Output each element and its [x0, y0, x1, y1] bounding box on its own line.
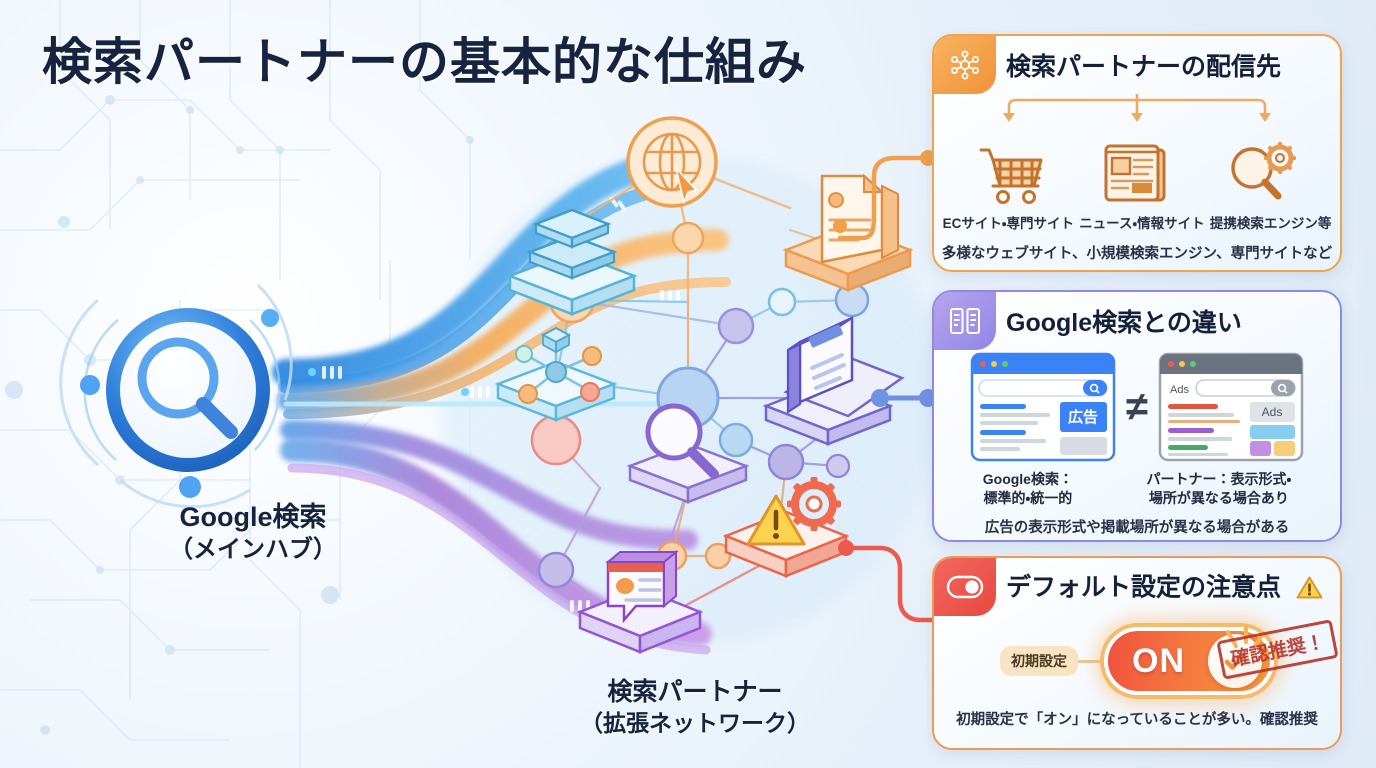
- svg-text:Ads: Ads: [1170, 384, 1189, 396]
- card-default-title: デフォルト設定の注意点: [1006, 568, 1323, 607]
- hub-label-line1: Google検索: [179, 502, 327, 532]
- distribution-labels: ECサイト・専門サイト ニュース・情報サイト 提携検索エンジン等: [934, 212, 1340, 232]
- comparison-captions: Google検索： 標準的・統一的 パートナー：表示形式・ 場所が異なる場合あり: [934, 470, 1340, 508]
- document-node: [782, 173, 914, 292]
- card-difference[interactable]: Google検索との違い 広告: [932, 290, 1342, 542]
- shopping-cart-icon: [979, 148, 1043, 204]
- card-difference-header: Google検索との違い: [934, 292, 1340, 350]
- partner-browser-mock: Ads Ads: [1158, 352, 1304, 462]
- network-cube-node: [494, 326, 618, 422]
- card-difference-title: Google検索との違い: [1006, 309, 1242, 337]
- compare-panels-icon: [934, 292, 996, 350]
- toggle-connector: [1078, 659, 1104, 663]
- google-browser-mock: 広告: [970, 352, 1116, 462]
- warning-triangle-icon: [1296, 576, 1323, 606]
- network-label-line1: 検索パートナー: [607, 678, 783, 706]
- magnifier-node: [626, 403, 750, 504]
- card-distribution-header: 検索パートナーの配信先: [934, 36, 1340, 94]
- spark-lines: [1226, 624, 1265, 648]
- layers-node: [506, 208, 638, 316]
- distribution-label-1: ニュース・情報サイト: [1079, 216, 1205, 231]
- card-default-setting[interactable]: デフォルト設定の注意点 初期設定 ON: [932, 556, 1342, 750]
- toggle-switch-icon: [934, 558, 996, 616]
- globe-cursor-node: [626, 116, 718, 208]
- network-label: 検索パートナー （拡張ネットワーク）: [530, 676, 860, 738]
- caption-google: Google検索： 標準的・統一的: [982, 471, 1073, 506]
- toggle-state-label: ON: [1132, 641, 1185, 680]
- distribution-label-0: ECサイト・専門サイト: [942, 216, 1074, 231]
- browser-comparison: 広告 ≠ Ads: [934, 352, 1340, 462]
- difference-footer: 広告の表示形式や掲載場所が異なる場合がある: [984, 519, 1290, 536]
- newspaper-icon: [1104, 144, 1166, 202]
- search-gear-icon: [1230, 142, 1296, 200]
- initial-setting-badge: 初期設定: [1000, 646, 1078, 676]
- warning-gear-node: [722, 477, 850, 578]
- google-search-hub: [59, 283, 293, 509]
- network-label-line2: （拡張ネットワーク）: [580, 709, 810, 736]
- default-toggle-zone: 初期設定 ON 確認推奨！: [934, 616, 1340, 706]
- not-equal-symbol: ≠: [1126, 384, 1148, 429]
- chat-bubble-node: [576, 549, 704, 654]
- distribution-icons: [934, 128, 1340, 206]
- hub-label-line2: （メインハブ）: [169, 535, 337, 563]
- svg-text:Ads: Ads: [1262, 405, 1283, 419]
- hub-label: Google検索 （メインハブ）: [118, 500, 388, 565]
- network-share-icon: [934, 36, 996, 94]
- card-default-header: デフォルト設定の注意点: [934, 558, 1340, 616]
- card-distribution-title: 検索パートナーの配信先: [1006, 53, 1282, 81]
- default-setting-footer: 初期設定で「オン」になっていることが多い。確認推奨: [956, 712, 1318, 728]
- card-default-title-text: デフォルト設定の注意点: [1006, 573, 1282, 602]
- caption-partner: パートナー：表示形式・ 場所が異なる場合あり: [1146, 471, 1292, 506]
- distribution-label-2: 提携検索エンジン等: [1209, 216, 1332, 231]
- distribution-arrows: [1003, 94, 1271, 122]
- laptop-node: [762, 316, 905, 446]
- card-distribution[interactable]: 検索パートナーの配信先: [932, 34, 1342, 272]
- distribution-footer: 多様なウェブサイト、小規模検索エンジン、専門サイトなど: [941, 246, 1333, 262]
- svg-text:広告: 広告: [1068, 408, 1098, 426]
- page-title: 検索パートナーの基本的な仕組み: [42, 34, 807, 90]
